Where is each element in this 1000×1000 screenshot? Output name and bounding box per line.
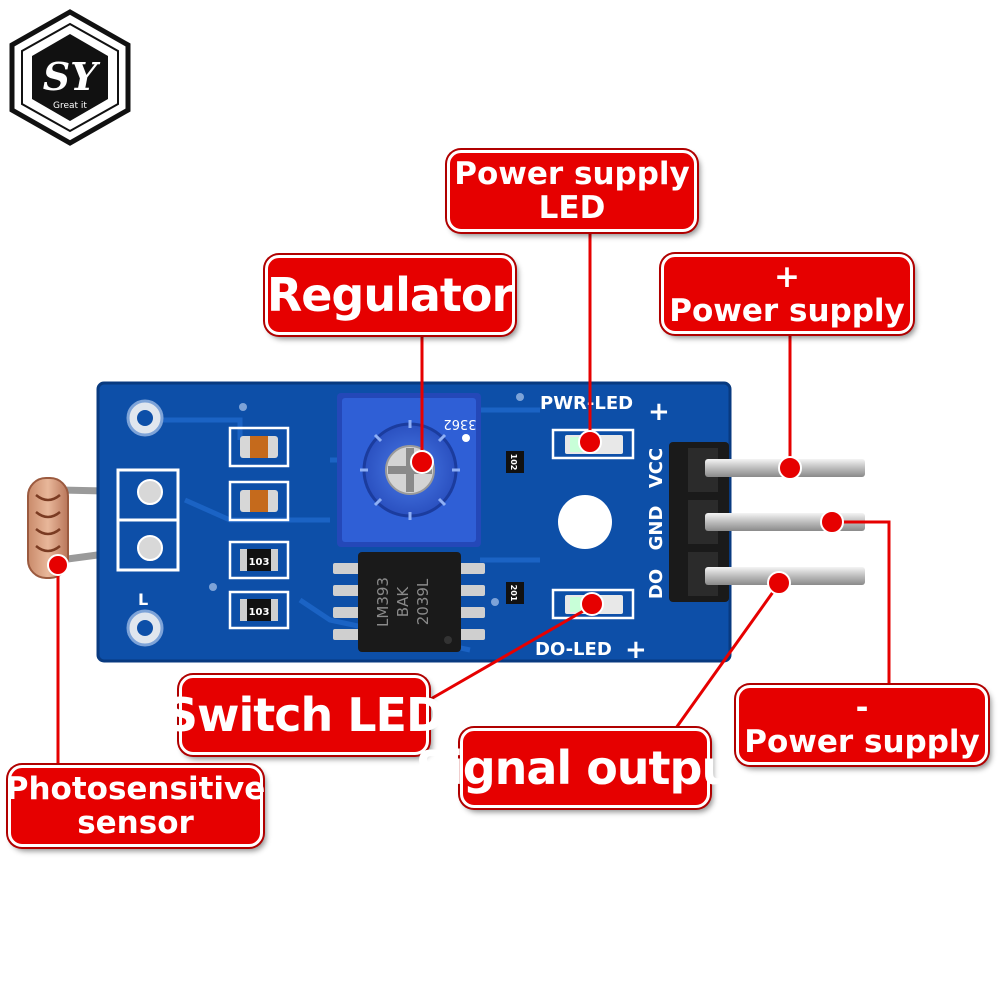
brand-logo: SY Great it: [9, 9, 131, 146]
svg-text:L: L: [138, 590, 148, 609]
do-led-plus: +: [625, 635, 647, 665]
regulator-label-line-1: Regulator: [266, 267, 514, 322]
resistor-2: 103: [228, 590, 290, 630]
photosensitive-label-line-2: sensor: [77, 805, 194, 841]
potentiometer: 3362: [337, 393, 481, 547]
resistor-2-code: 103: [249, 607, 270, 618]
led-resistor-code: 102: [509, 454, 518, 471]
do-led-silk: DO-LED: [535, 639, 612, 660]
signal-output-label-line-1: Signal output: [415, 740, 755, 795]
leader-switch-led: [428, 604, 593, 702]
capacitor-1: [228, 426, 290, 468]
header-pins: [669, 442, 865, 602]
pin-label-gnd: GND: [646, 506, 667, 551]
pin-silkscreen: VCC GND DO: [646, 448, 667, 599]
resistor-1: 103: [228, 540, 290, 580]
photosensitive-label-line-1: Photosensitive: [5, 770, 266, 807]
plus-power-label-line-2: Power supply: [669, 293, 905, 329]
resistor-1-code: 103: [249, 557, 270, 568]
pwr-led-silk: PWR-LED: [540, 393, 633, 414]
pin-label-vcc: VCC: [646, 448, 667, 488]
minus-power-label-line-1: -: [855, 689, 869, 726]
leader-lines: [56, 230, 891, 770]
do-resistor-code: 201: [509, 585, 518, 602]
power-led-label-line-1: Power supply: [454, 155, 690, 192]
minus-power-label-line-2: Power supply: [744, 724, 980, 760]
positive-power-supply-label: + Power supply: [661, 254, 913, 334]
power-supply-led-label: Power supply LED: [447, 150, 697, 232]
chip-line-1: LM393: [374, 577, 392, 627]
leader-dots: [47, 430, 844, 616]
regulator-label: Regulator: [265, 255, 515, 335]
pwr-led-plus: +: [648, 397, 670, 427]
logo-letters: SY: [43, 54, 101, 99]
leader-signal: [674, 584, 780, 729]
pot-code: 3362: [443, 416, 476, 431]
photosensitive-sensor-label: Photosensitive sensor: [5, 765, 266, 847]
leader-minus-power: [840, 520, 891, 686]
photoresistor: [27, 477, 69, 579]
switch-led-label-line-1: Switch LED: [164, 687, 444, 742]
switch-led-label: Switch LED: [165, 675, 444, 755]
plus-power-label-line-1: +: [774, 258, 800, 295]
chip-line-2: BAK: [394, 586, 412, 618]
capacitor-2: [228, 480, 290, 522]
logo-tagline: Great it: [53, 101, 87, 111]
pin-label-do: DO: [646, 569, 667, 599]
comparator-chip: LM393 BAK 2039L: [333, 552, 485, 652]
power-led-label-line-2: LED: [538, 190, 606, 226]
chip-line-3: 2039L: [414, 578, 432, 625]
signal-output-label: Signal output: [416, 728, 755, 808]
negative-power-supply-label: - Power supply: [736, 685, 988, 765]
